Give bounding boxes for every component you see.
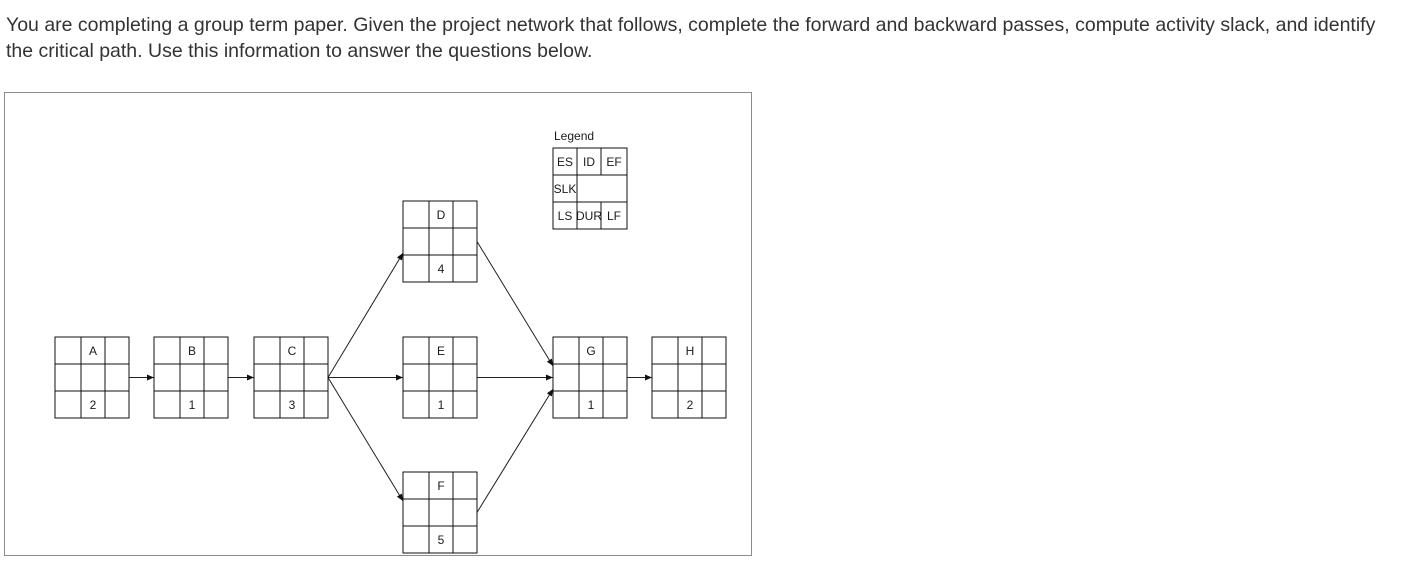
activity-node-h: H2 — [651, 336, 727, 419]
activity-node-a: A2 — [54, 336, 130, 419]
activity-node-b: B1 — [153, 336, 229, 419]
arrow-c-to-d — [327, 252, 404, 378]
legend-title: Legend — [554, 129, 594, 143]
activity-duration-label: 2 — [687, 398, 694, 412]
activity-id-label: B — [188, 344, 196, 358]
dependency-arrows — [129, 241, 652, 513]
question-prompt: You are completing a group term paper. G… — [6, 14, 1376, 62]
activity-duration-label: 1 — [588, 398, 595, 412]
legend-cell-label: LF — [607, 209, 621, 223]
activity-node-c: C3 — [253, 336, 329, 419]
activity-node-e: E1 — [402, 336, 478, 419]
activity-duration-label: 1 — [189, 398, 196, 412]
activity-id-label: G — [586, 344, 595, 358]
activity-duration-label: 5 — [438, 533, 445, 547]
legend-cell-label: ES — [557, 155, 573, 169]
legend-cell-label: ID — [583, 155, 595, 169]
activity-id-label: F — [437, 479, 444, 493]
activity-id-label: C — [288, 344, 297, 358]
legend-cell-label: LS — [558, 209, 573, 223]
activity-duration-label: 2 — [90, 398, 97, 412]
activity-id-label: E — [437, 344, 445, 358]
legend-cell-label: SLK — [554, 182, 577, 196]
activity-node-g: G1 — [552, 336, 628, 419]
activity-duration-label: 1 — [438, 398, 445, 412]
legend-cell-label: DUR — [576, 209, 602, 223]
arrow-f-to-g — [476, 388, 554, 513]
activity-node-d: D4 — [402, 200, 478, 283]
arrow-d-to-g — [476, 241, 554, 367]
legend-cell-label: EF — [606, 155, 621, 169]
activity-duration-label: 3 — [289, 398, 296, 412]
activity-duration-label: 4 — [438, 262, 445, 276]
activity-node-f: F5 — [402, 471, 478, 554]
arrow-c-to-f — [327, 377, 404, 502]
activity-id-label: H — [686, 344, 695, 358]
activity-id-label: D — [437, 208, 446, 222]
activity-id-label: A — [89, 344, 97, 358]
